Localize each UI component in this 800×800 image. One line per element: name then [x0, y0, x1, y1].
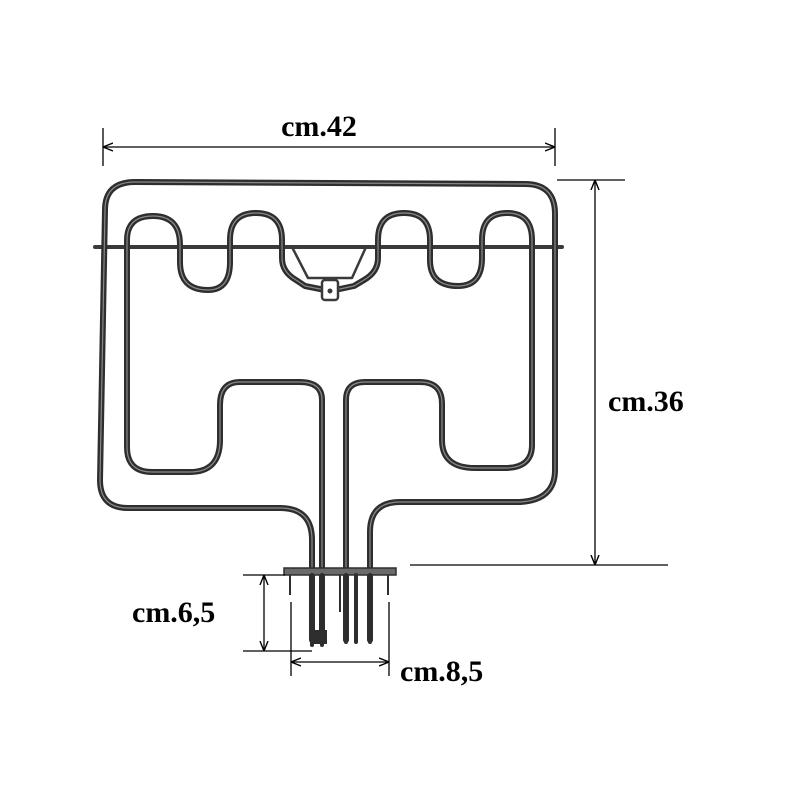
dimension-terminal-width — [290, 602, 390, 676]
height-dimension-label: cm.36 — [608, 385, 684, 418]
center-support-bracket — [290, 246, 368, 302]
terminal-depth-dimension-label: cm.6,5 — [132, 596, 215, 629]
dimension-height — [410, 179, 668, 566]
terminal-pins — [310, 573, 372, 647]
width-dimension-label: cm.42 — [281, 110, 357, 143]
terminal-mounting-plate — [283, 567, 397, 644]
heating-element — [93, 179, 564, 647]
terminal-width-dimension-label: cm.8,5 — [400, 655, 483, 688]
dimension-terminal-depth — [243, 574, 312, 652]
dimension-width — [102, 128, 556, 166]
